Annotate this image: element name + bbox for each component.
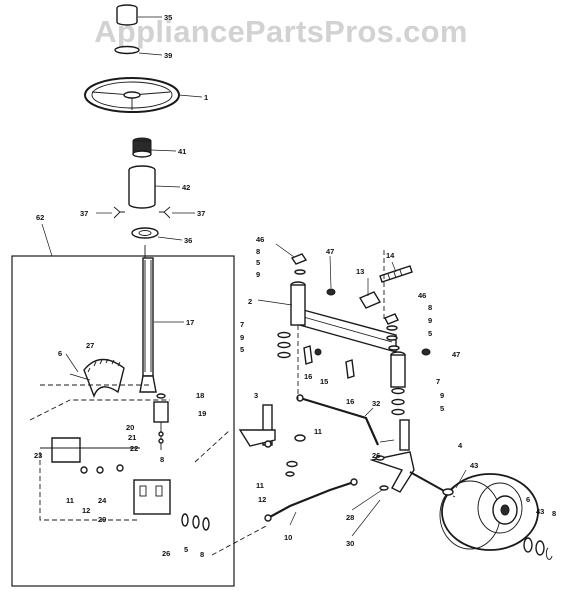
callout-9: 9	[440, 391, 444, 400]
callout-47: 47	[452, 350, 460, 359]
callout-2: 2	[248, 297, 252, 306]
callout-12: 12	[82, 506, 90, 515]
callout-5: 5	[428, 329, 432, 338]
callout-16: 16	[304, 372, 312, 381]
callout-17: 17	[186, 318, 194, 327]
steering-adapter	[132, 137, 152, 158]
leader-lines	[138, 16, 467, 537]
right-spindle-tube	[390, 351, 406, 388]
callout-62: 62	[36, 213, 44, 222]
callout-5: 5	[440, 404, 444, 413]
wheel-hardware	[523, 537, 553, 560]
sector-gear	[65, 353, 125, 398]
pivot-bolt	[379, 265, 413, 283]
callout-23: 23	[34, 451, 42, 460]
callout-21: 21	[128, 433, 136, 442]
callout-26: 26	[162, 549, 170, 558]
callout-28: 28	[346, 513, 354, 522]
tie-rod	[264, 478, 358, 522]
callout-6: 6	[526, 495, 530, 504]
steering-wheel	[84, 77, 180, 113]
steering-bushing	[114, 45, 140, 55]
callout-8: 8	[160, 455, 164, 464]
callout-35: 35	[164, 13, 172, 22]
callout-8: 8	[552, 509, 556, 518]
callout-19: 19	[198, 409, 206, 418]
pivot-sleeve	[358, 291, 382, 309]
callout-1: 1	[204, 93, 208, 102]
assembly-hardware	[181, 513, 210, 531]
axle-hardware	[277, 253, 454, 496]
front-wheel	[439, 473, 539, 551]
callout-29: 29	[98, 515, 106, 524]
front-axle	[295, 307, 397, 353]
callout-5: 5	[184, 545, 188, 554]
pivot-bracket	[40, 437, 140, 474]
right-spindle	[369, 419, 447, 493]
callout-8: 8	[428, 303, 432, 312]
callout-15: 15	[320, 377, 328, 386]
callout-11: 11	[314, 427, 322, 436]
callout-4: 4	[458, 441, 463, 450]
mounting-plate	[133, 479, 171, 515]
callout-27: 27	[86, 341, 94, 350]
steering-assembly-frame	[11, 255, 235, 587]
callout-13: 13	[356, 267, 364, 276]
callout-39: 39	[164, 51, 172, 60]
column-sleeve	[128, 165, 156, 209]
callout-42: 42	[182, 183, 190, 192]
callout-32: 32	[372, 399, 380, 408]
callout-26: 26	[372, 451, 380, 460]
callout-14: 14	[386, 251, 395, 260]
steering-shaft	[139, 257, 184, 393]
callout-9: 9	[428, 316, 432, 325]
callout-9: 9	[240, 333, 244, 342]
callout-46: 46	[256, 235, 264, 244]
callout-37: 37	[197, 209, 205, 218]
left-spindle-tube	[290, 281, 306, 326]
steering-cap	[116, 4, 138, 26]
callout-7: 7	[436, 377, 440, 386]
callout-12: 12	[258, 495, 266, 504]
callout-20: 20	[126, 423, 134, 432]
callout-43: 43	[470, 461, 478, 470]
callout-37: 37	[80, 209, 88, 218]
callout-8: 8	[200, 550, 204, 559]
callout-18: 18	[196, 391, 204, 400]
column-bearing	[131, 227, 159, 239]
left-spindle	[238, 404, 276, 448]
callout-47: 47	[326, 247, 334, 256]
watermark: AppliancePartsPros.com	[94, 14, 468, 49]
callout-11: 11	[66, 496, 74, 505]
callout-46: 46	[418, 291, 426, 300]
callout-7: 7	[240, 320, 244, 329]
callout-16: 16	[346, 397, 354, 406]
callout-22: 22	[130, 444, 138, 453]
pinion-assembly	[153, 393, 169, 450]
callout-41: 41	[178, 147, 186, 156]
callout-3: 3	[254, 391, 258, 400]
callout-5: 5	[240, 345, 244, 354]
callout-9: 9	[256, 270, 260, 279]
callout-24: 24	[98, 496, 107, 505]
retaining-clips	[96, 206, 195, 219]
callout-36: 36	[184, 236, 192, 245]
callout-6: 6	[58, 349, 62, 358]
callout-8: 8	[256, 247, 260, 256]
callout-11: 11	[256, 481, 264, 490]
callout-30: 30	[346, 539, 354, 548]
callout-10: 10	[284, 533, 292, 542]
callout-5: 5	[256, 258, 260, 267]
drag-link	[296, 394, 380, 446]
callout-43: 43	[536, 507, 544, 516]
